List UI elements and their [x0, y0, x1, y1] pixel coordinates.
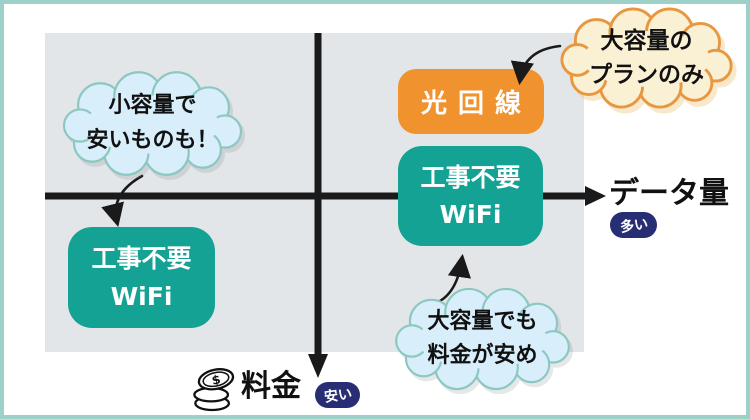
- arrow-to-lower-wifi-box: [101, 174, 144, 228]
- wifi-upper-label-line1: 工事不要: [420, 162, 521, 192]
- wifi-lower-label-line2: WiFi: [110, 281, 173, 311]
- no-construction-wifi-box-upper: 工事不要 WiFi: [398, 146, 543, 246]
- y-axis-badge-label: 安い: [322, 386, 353, 406]
- coin-stack-icon: $: [193, 368, 235, 412]
- callout-only-large-plans: 大容量の プランのみ: [553, 7, 740, 109]
- cloud-shape: [560, 7, 733, 109]
- y-axis-label: 料金: [241, 369, 301, 404]
- no-construction-wifi-box-lower: 工事不要 WiFi: [68, 227, 215, 328]
- only-large-plans-line1: 大容量の: [600, 27, 693, 54]
- x-axis-badge-label: 多い: [618, 216, 649, 236]
- arrow-to-fiber-box: [510, 44, 562, 86]
- only-large-plans-line2: プランのみ: [589, 62, 704, 88]
- y-axis: [308, 33, 328, 378]
- callout-small-capacity: 小容量で 安いものも！: [62, 70, 243, 177]
- small-capacity-line2: 安いものも！: [86, 127, 219, 153]
- callout-large-and-cheap: 大容量でも 料金が安め: [393, 287, 572, 391]
- coin-dollar-symbol: $: [210, 371, 222, 387]
- wifi-upper-label-line2: WiFi: [439, 200, 502, 229]
- large-and-cheap-line1: 大容量でも: [427, 308, 538, 334]
- y-axis-badge: 安い: [315, 382, 360, 408]
- small-capacity-line1: 小容量で: [108, 93, 197, 119]
- wifi-lower-label-line1: 工事不要: [91, 244, 192, 273]
- x-axis-arrowhead-icon: [585, 186, 606, 206]
- fiber-line-label: 光回線: [420, 89, 532, 119]
- x-axis-label: データ量: [609, 176, 729, 211]
- cloud-shape: [62, 71, 243, 176]
- y-axis-arrowhead-icon: [308, 354, 328, 378]
- cloud-shape: [395, 287, 570, 391]
- large-and-cheap-line2: 料金が安め: [427, 343, 538, 368]
- x-axis-badge: 多い: [610, 212, 657, 238]
